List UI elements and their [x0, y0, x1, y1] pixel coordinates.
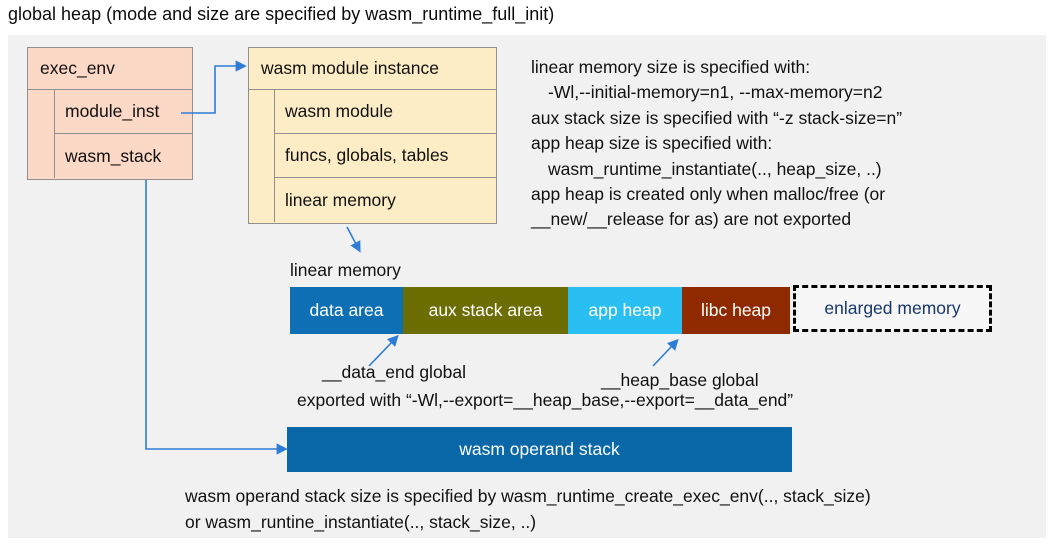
segment-aux-stack-area: aux stack area — [403, 287, 568, 334]
row-wasm-module: wasm module — [275, 90, 496, 134]
wasm-module-instance-header: wasm module instance — [249, 48, 496, 90]
linear-memory-notes: linear memory size is specified with: -W… — [531, 55, 902, 233]
exported-with-label: exported with “-Wl,--export=__heap_base,… — [297, 390, 794, 410]
exec-env-indent-strip — [28, 90, 55, 178]
note-line: aux stack size is specified with “-z sta… — [531, 107, 903, 128]
operand-stack-notes: wasm operand stack size is specified by … — [185, 484, 871, 535]
note-line: wasm_runtime_instantiate(.., heap_size, … — [548, 158, 882, 179]
exec-env-header: exec_env — [28, 48, 192, 90]
note-line: app heap size is specified with: — [531, 133, 773, 154]
segment-app-heap: app heap — [568, 287, 682, 334]
linear-memory-label: linear memory — [290, 260, 401, 280]
wasm-module-instance-indent-strip — [249, 90, 275, 222]
wasm-module-instance-body: wasm module funcs, globals, tables linea… — [249, 90, 496, 222]
wasm-operand-stack-bar: wasm operand stack — [287, 427, 792, 472]
exec-env-box: exec_env module_inst wasm_stack — [27, 47, 193, 180]
note-line: linear memory size is specified with: — [531, 57, 811, 77]
heap-base-global-label: __heap_base global — [601, 370, 759, 390]
exec-env-body: module_inst wasm_stack — [28, 90, 192, 178]
segment-libc-heap: libc heap — [682, 287, 790, 334]
segment-enlarged-memory: enlarged memory — [793, 285, 992, 332]
wasm-module-instance-box: wasm module instance wasm module funcs, … — [248, 47, 497, 224]
note-line: or wasm_runtine_instantiate(.., stack_si… — [185, 511, 537, 532]
note-line: wasm operand stack size is specified by … — [185, 486, 871, 506]
exec-env-row-wasm-stack: wasm_stack — [65, 145, 162, 166]
note-line: -Wl,--initial-memory=n1, --max-memory=n2 — [548, 82, 883, 103]
data-end-global-label: __data_end global — [322, 362, 467, 382]
exec-env-row-module-inst: module_inst — [55, 90, 192, 134]
note-line: __new/__release for as) are not exported — [531, 209, 852, 230]
segment-data-area: data area — [290, 287, 403, 334]
note-line: app heap is created only when malloc/fre… — [531, 184, 886, 205]
row-funcs-globals-tables: funcs, globals, tables — [275, 134, 496, 178]
row-linear-memory: linear memory — [285, 189, 396, 210]
diagram-title: global heap (mode and size are specified… — [8, 4, 555, 24]
